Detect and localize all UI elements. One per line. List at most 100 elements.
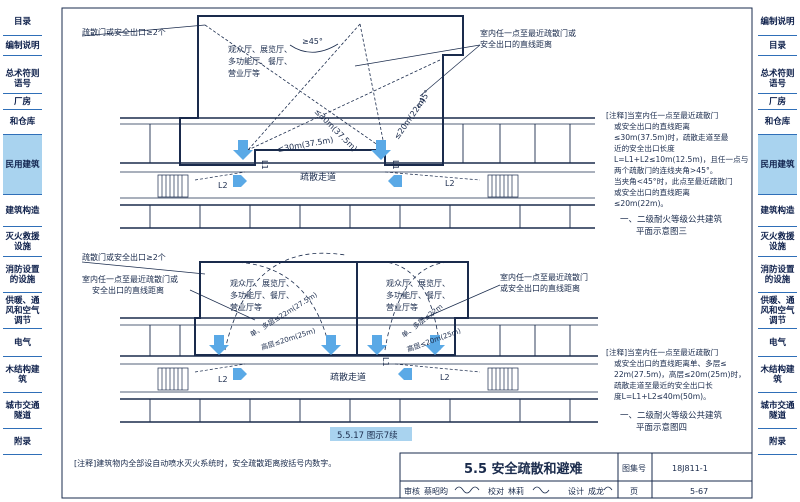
room-type-line-2-four: 多功能厅、餐厅、 [230,290,294,300]
designer-name: 成龙 [588,486,604,496]
right-nav-tab-12[interactable]: 城市交通隧道 [758,393,797,429]
caption-three-line-1: 一、二级耐火等级公共建筑 [620,214,723,225]
l2-label-left-four: L2 [218,375,228,384]
page-label: 页 [630,487,638,496]
callout-right-line-2: 或安全出口的直线距离 [500,283,580,293]
right-nav-tab-0[interactable]: 编制说明 [758,8,797,36]
left-nav-tab-12[interactable]: 城市交通隧道 [3,393,42,429]
right-nav-tab-5[interactable]: 民用建筑 [758,135,797,195]
left-nav-tab-6[interactable]: 建筑构造 [3,195,42,227]
design-label: 设计 [568,486,584,496]
room-type-line-3: 营业厅等 [228,68,260,78]
callout-line-1: 室内任一点至最近疏散门或 [480,28,576,38]
caption-four-line-1: 一、二级耐火等级公共建筑 [620,410,723,421]
title-text: 5.5 安全疏散和避难 [464,461,583,477]
callout-left-line-2: 安全出口的直线距离 [92,285,164,295]
left-nav-tab-8[interactable]: 消防设置的设施 [3,257,42,293]
svg-text:或安全出口的直线距离单、多层≤: 或安全出口的直线距离单、多层≤ [614,358,727,368]
dim-bottom: ≤30m(37.5m) [277,135,334,154]
reviewer-name: 蔡昭昀 [424,486,448,496]
room-type-line-2-four-b: 多功能厅、餐厅、 [386,290,450,300]
caption-four-line-2: 平面示意图四 [636,422,687,433]
check-label: 校对 [488,486,504,496]
right-nav-tab-10[interactable]: 电气 [758,329,797,357]
drawing-sheet: 疏散门或安全出口≥2个 观众厅、展览厅、 多功能厅、餐厅、 营业厅等 室内任一点… [61,7,753,499]
angle-label-top: ≥45° [302,37,323,46]
svg-text:或安全出口的直线距离: 或安全出口的直线距离 [614,121,690,131]
left-nav-tab-13[interactable]: 附录 [3,429,42,455]
left-nav-tab-10[interactable]: 电气 [3,329,42,357]
review-label: 审核 [404,486,420,496]
l1-label-right: L1 [391,160,400,170]
room-type-line-1-four-b: 观众厅、展览厅、 [386,278,450,288]
callout-right-line-1: 室内任一点至最近疏散门 [500,272,588,282]
left-nav-tab-5[interactable]: 民用建筑 [3,135,42,195]
right-nav-tab-2[interactable]: 总术符则语号 [758,64,797,94]
caption-three-line-2: 平面示意图三 [636,226,687,237]
right-nav-tab-9[interactable]: 供暖、通风和空气调节 [758,293,797,329]
svg-text:两个疏散门的连线夹角>45°。: 两个疏散门的连线夹角>45°。 [614,165,717,175]
left-nav-tab-11[interactable]: 木结构建筑 [3,357,42,393]
note-four: [注释]当室内任一点至最近疏散门 或安全出口的直线距离单、多层≤ 22m(27.… [606,347,746,401]
left-nav-tab-2[interactable]: 总术符则语号 [3,64,42,94]
svg-text:L=L1+L2≤10m(12.5m)，且任一点与: L=L1+L2≤10m(12.5m)，且任一点与 [614,154,748,164]
room-type-line-2: 多功能厅、餐厅、 [228,56,292,66]
svg-text:22m(27.5m)，高层≤20m(25m)时，: 22m(27.5m)，高层≤20m(25m)时， [614,369,746,379]
note-three: [注释]当室内任一点至最近疏散门 或安全出口的直线距离 ≤30m(37.5m)时… [606,110,748,208]
room-type-line-3-four: 营业厅等 [230,302,262,312]
title-block [399,452,753,499]
svg-text:近的安全出口长度: 近的安全出口长度 [614,143,675,153]
l2-label-left: L2 [218,181,228,190]
dim-label-2: 高层≤20m(25m) [260,326,317,352]
right-nav-tab-4[interactable]: 和仓库 [758,110,797,135]
atlas-number: 18J811-1 [672,464,708,473]
svg-text:或安全出口的直线距离: 或安全出口的直线距离 [614,187,690,197]
signature-marks [454,486,613,494]
left-chapter-nav: 目录编制说明总术符则语号厂房和仓库民用建筑建筑构造灭火救援设施消防设置的设施供暖… [0,0,45,502]
svg-text:≤30m(37.5m)时，疏散走道至最: ≤30m(37.5m)时，疏散走道至最 [614,132,729,142]
exit-count-label-four: 疏散门或安全出口≥2个 [82,252,166,262]
left-nav-tab-1[interactable]: 编制说明 [3,36,42,56]
right-nav-tab-13[interactable]: 附录 [758,429,797,455]
svg-text:≤20m(22m)。: ≤20m(22m)。 [614,199,668,208]
figure-label: 5.5.17 图示7续 [337,430,398,441]
right-nav-tab-11[interactable]: 木结构建筑 [758,357,797,393]
left-nav-tab-9[interactable]: 供暖、通风和空气调节 [3,293,42,329]
svg-text:[注释]当室内任一点至最近疏散门: [注释]当室内任一点至最近疏散门 [606,110,718,120]
l2-label-right: L2 [445,179,455,188]
left-nav-tab-7[interactable]: 灭火救援设施 [3,227,42,257]
right-chapter-nav: 编制说明目录总术符则语号厂房和仓库民用建筑建筑构造灭火救援设施消防设置的设施供暖… [755,0,800,502]
checker-name: 林莉 [508,486,524,496]
svg-text:疏散走道至最近的安全出口长: 疏散走道至最近的安全出口长 [614,380,713,390]
footer-note: [注释]建筑物内全部设自动喷水灭火系统时，安全疏散距离按括号内数字。 [74,458,336,468]
room-type-line-1-four: 观众厅、展览厅、 [230,278,294,288]
svg-text:度L=L1+L2≤40m(50m)。: 度L=L1+L2≤40m(50m)。 [614,391,711,401]
l1-label-left: L1 [260,160,269,170]
exit-arrows-four [209,335,445,380]
figure-badge [330,427,412,441]
right-nav-tab-8[interactable]: 消防设置的设施 [758,257,797,293]
left-nav-tab-4[interactable]: 和仓库 [3,110,42,135]
floor-plan-four [81,252,598,423]
right-nav-tab-6[interactable]: 建筑构造 [758,195,797,227]
callout-line-2: 安全出口的直线距离 [480,39,552,49]
room-type-line-1: 观众厅、展览厅、 [228,44,292,54]
right-nav-tab-1[interactable]: 目录 [758,36,797,56]
l1-label-four: L1 [381,357,390,367]
callout-left-line-1: 室内任一点至最近疏散门或 [82,274,178,284]
corridor-label: 疏散走道 [300,171,336,183]
exit-arrows-three [233,140,402,187]
room-type-line-3-four-b: 营业厅等 [386,302,418,312]
svg-text:[注释]当室内任一点至最近疏散门: [注释]当室内任一点至最近疏散门 [606,347,718,357]
l2-label-right-four: L2 [440,373,450,382]
svg-text:当夹角<45°时，此点至最近疏散门: 当夹角<45°时，此点至最近疏散门 [614,176,733,186]
page-number: 5-67 [690,487,708,496]
left-nav-tab-0[interactable]: 目录 [3,8,42,36]
corridor-label-four: 疏散走道 [330,371,366,383]
atlas-label: 图集号 [622,463,646,473]
right-nav-tab-3[interactable]: 厂房 [758,94,797,110]
floor-plan-three [81,15,595,229]
exit-count-label: 疏散门或安全出口≥2个 [82,27,166,37]
right-nav-tab-7[interactable]: 灭火救援设施 [758,227,797,257]
left-nav-tab-3[interactable]: 厂房 [3,94,42,110]
